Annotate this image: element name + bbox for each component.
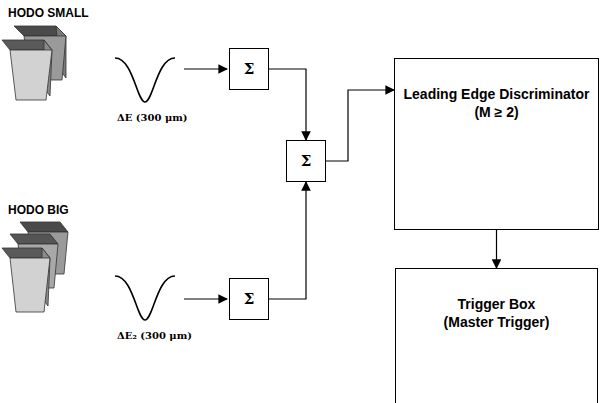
box-text: (M ≥ 2) [474,103,518,121]
signal-arrow [184,298,227,299]
signal-arrow [184,68,227,69]
hodo-small-detector [2,26,66,100]
detector-name: HODO SMALL [8,6,89,20]
sum-symbol: Σ [244,60,255,78]
connector-arrow [269,69,306,140]
trigger-box: Trigger Box(Master Trigger) [395,268,598,403]
pulse-waveform [115,58,175,102]
sum-box: Σ [229,278,269,320]
connector-arrow [326,90,394,161]
detector-name: HODO BIG [8,203,69,217]
pulse-waveform [115,276,175,320]
box-text: Trigger Box [458,295,536,313]
hodo-big-detector [2,222,68,312]
signal-label: ΔE₂ (300 μm) [117,330,192,341]
discriminator-box: Leading Edge Discriminator(M ≥ 2) [394,58,599,230]
sum-box: Σ [229,48,269,90]
sum-box: Σ [286,140,326,182]
sum-symbol: Σ [244,290,255,308]
box-text: (Master Trigger) [444,313,550,331]
sum-symbol: Σ [301,152,312,170]
connector-arrow [496,230,497,268]
connector-arrow [269,182,306,299]
box-text: Leading Edge Discriminator [404,85,590,103]
signal-label: ΔE (300 μm) [117,112,188,123]
